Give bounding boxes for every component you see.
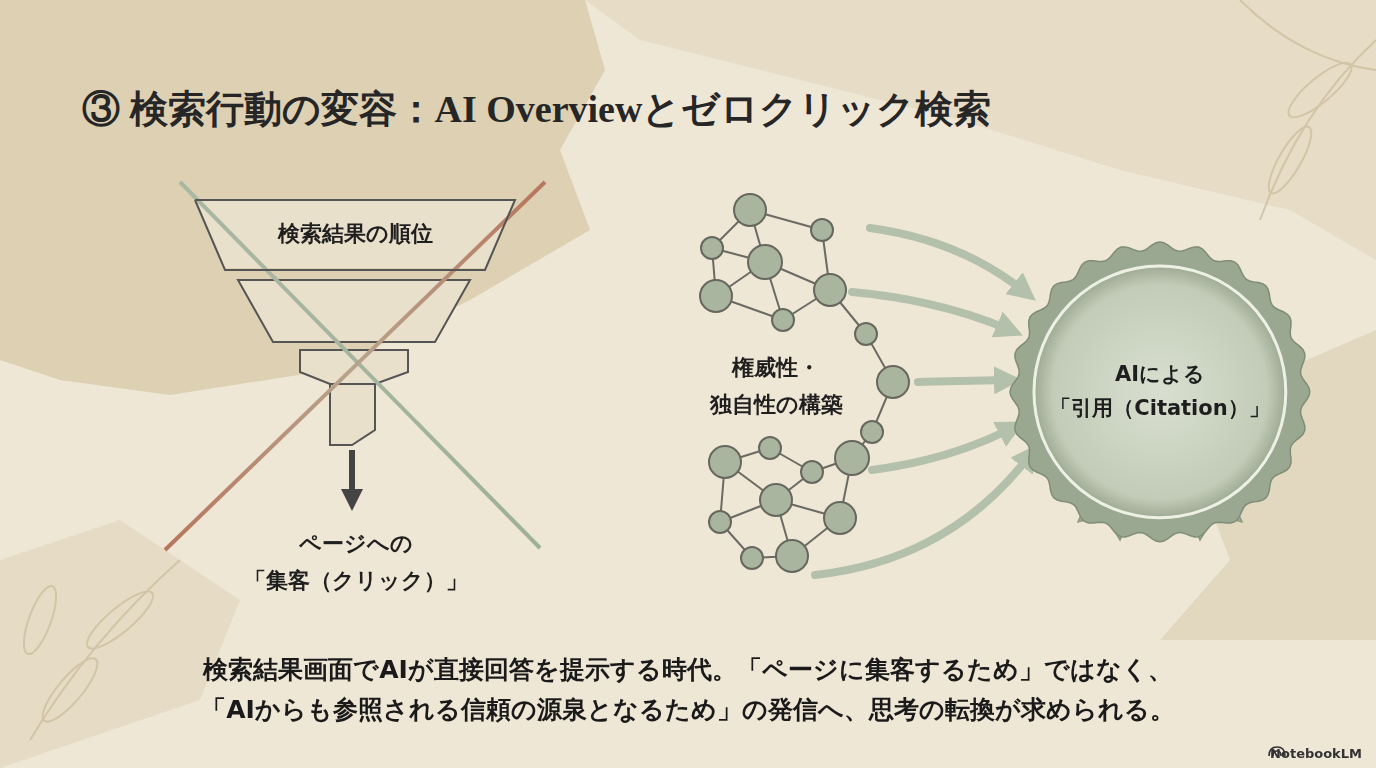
network-node [760, 484, 792, 516]
network-node [709, 446, 741, 478]
network-node [709, 511, 731, 533]
citation-badge: AIによる 「引用（Citation）」 [1008, 240, 1312, 544]
network-node [700, 280, 732, 312]
network-node [861, 421, 883, 443]
caption: 検索結果画面でAIが直接回答を提示する時代。「ページに集客するため」ではなく、 … [198, 650, 1178, 730]
node-text: AIによる 「引用（Citation）」 [1047, 358, 1273, 425]
label: ページへの 「集客（クリック）」 [241, 525, 472, 600]
band-outline [195, 200, 515, 270]
funnel [195, 200, 515, 445]
network-node [772, 309, 794, 331]
network-node [759, 437, 781, 459]
leaf-decoration [17, 0, 1376, 740]
network-node [877, 366, 909, 398]
flow-arrows [815, 228, 1030, 575]
network-node [855, 323, 877, 345]
network-node [748, 245, 782, 279]
network-node [824, 502, 856, 534]
paper-patch [0, 520, 240, 768]
network-node [811, 219, 833, 241]
network-node [814, 274, 846, 306]
network-node [741, 547, 763, 569]
network-graph [700, 194, 909, 572]
network-node [734, 194, 766, 226]
funnel-band: 検索結果の順位 [195, 198, 515, 270]
label: 権威性・ 独自性の構築 [706, 349, 846, 424]
watermark: NotebookLM [1270, 746, 1362, 762]
paper-patch [0, 0, 605, 395]
badge-ring [1034, 266, 1286, 518]
cross-line [165, 182, 545, 550]
network-node [776, 540, 808, 572]
network-node [835, 441, 869, 475]
badge-scallop [1010, 242, 1310, 542]
network-node [701, 237, 723, 259]
slide-title: ③ 検索行動の変容：AI Overviewとゼロクリック検索 [82, 84, 991, 135]
network-node [801, 461, 823, 483]
node-text: 検索結果の順位 [278, 216, 433, 251]
node-shape [1008, 240, 1312, 544]
down-arrow [349, 450, 355, 500]
